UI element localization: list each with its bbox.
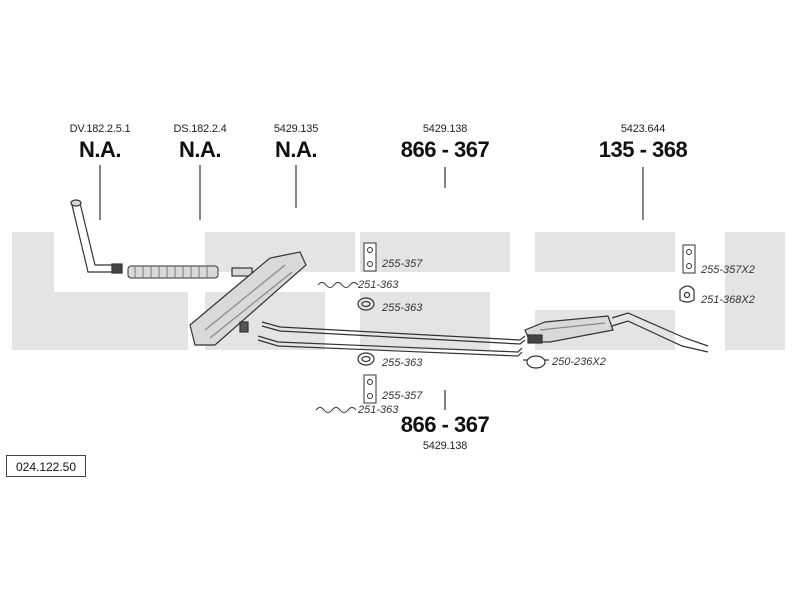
fitting-label: 255-357 — [382, 390, 423, 402]
front-pipe — [70, 199, 123, 274]
center-pipes — [257, 321, 526, 357]
fitting-label: 251-368X2 — [701, 294, 755, 306]
part-number-center-pipe-top: 866 - 367 — [400, 137, 490, 162]
spring-clip-icon — [317, 282, 359, 288]
bracket-icon — [363, 374, 377, 404]
drawing-code-box: 024.122.50 — [6, 455, 86, 477]
part-ref-center-pipe-bottom: 5429.138 — [422, 440, 468, 452]
part-number-center-pipe-bottom: 866 - 367 — [400, 412, 490, 437]
fitting-label: 251-363 — [358, 404, 399, 416]
leader-lines — [99, 165, 644, 410]
fitting-label: 250-236X2 — [552, 356, 606, 368]
part-ref-rear-silencer: 5423.644 — [620, 123, 666, 135]
fitting-label: 255-363 — [382, 302, 423, 314]
spring-clip-icon — [315, 407, 357, 413]
part-number-front-silencer: N.A. — [275, 137, 318, 162]
rubber-mount-icon — [679, 285, 695, 303]
fitting-label: 255-363 — [382, 357, 423, 369]
flex-connector — [127, 265, 219, 279]
clamp-icon — [523, 355, 549, 369]
watermark-logo — [12, 232, 785, 350]
part-number-rear-silencer: 135 - 368 — [598, 137, 688, 162]
rubber-ring-icon — [357, 297, 375, 311]
part-number-flex-connector: N.A. — [179, 137, 222, 162]
part-ref-front-pipe: DV.182.2.5.1 — [69, 123, 131, 135]
fitting-label: 255-357 — [382, 258, 423, 270]
part-number-front-pipe: N.A. — [79, 137, 122, 162]
part-ref-flex-connector: DS.182.2.4 — [173, 123, 227, 135]
bracket-icon — [363, 242, 377, 272]
fitting-label: 251-363 — [358, 279, 399, 291]
front-silencer — [189, 251, 307, 346]
rear-silencer — [524, 312, 709, 353]
fitting-label: 255-357X2 — [701, 264, 755, 276]
part-ref-center-pipe-top: 5429.138 — [422, 123, 468, 135]
part-ref-front-silencer: 5429.135 — [273, 123, 319, 135]
rubber-ring-icon — [357, 352, 375, 366]
bracket-icon — [682, 244, 696, 274]
